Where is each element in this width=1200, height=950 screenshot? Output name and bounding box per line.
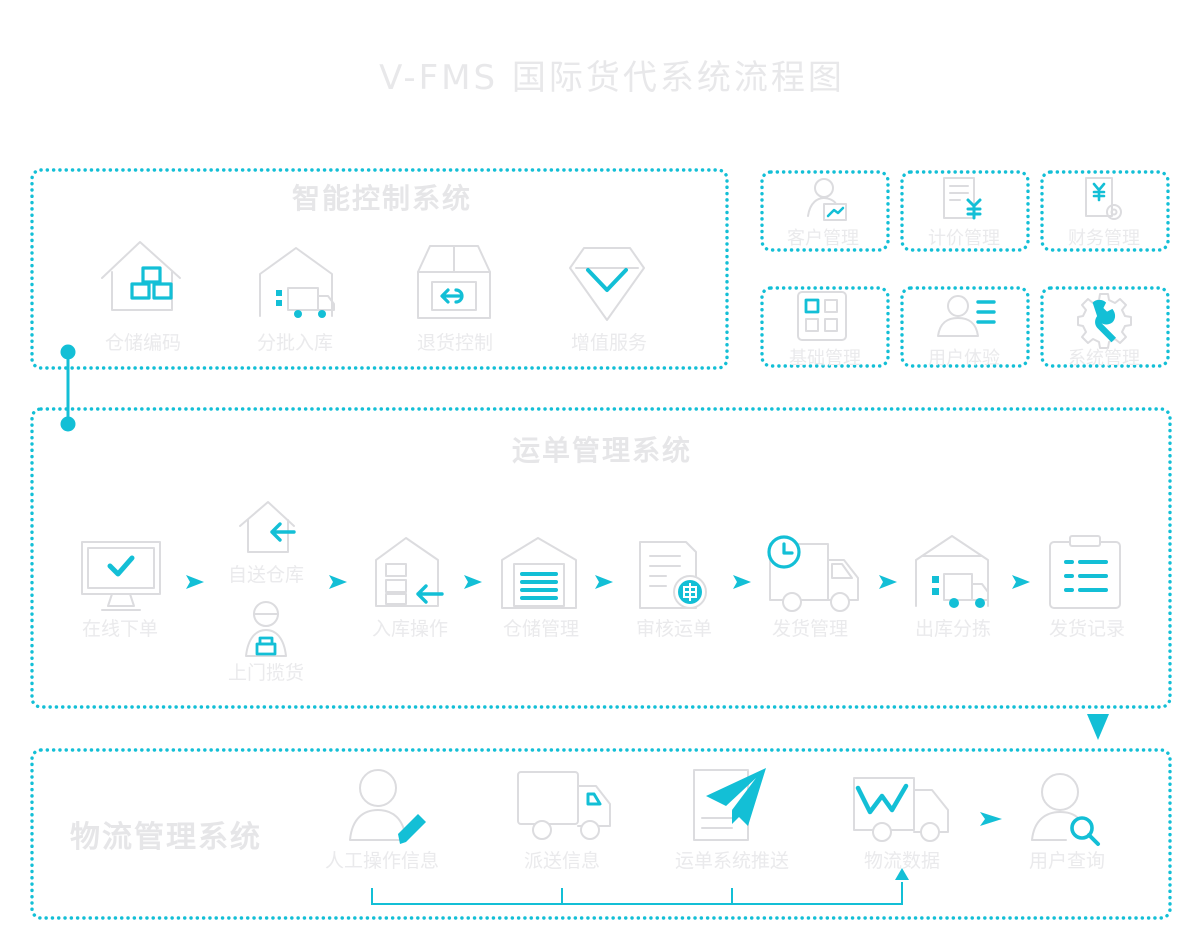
label-audit-waybill: 审核运单 <box>635 618 713 640</box>
module-box-basic <box>760 286 890 368</box>
down-arrow-icon <box>1087 714 1109 740</box>
user-search-icon <box>1031 773 1100 846</box>
logistics-title: 物流管理系统 <box>70 820 262 855</box>
bracket-connector <box>371 868 909 905</box>
label-user-query: 用户查询 <box>1028 850 1106 872</box>
warehouse-inbound-icon <box>375 537 444 607</box>
house-arrow-icon <box>239 501 296 553</box>
user-list-icon <box>937 295 996 337</box>
label-finance-mgmt: 财务管理 <box>1068 228 1140 249</box>
label-delivery-info: 派送信息 <box>523 850 601 872</box>
label-self-delivery: 自送仓库 <box>227 564 305 586</box>
module-box-customer <box>760 170 890 252</box>
label-logistics-data: 物流数据 <box>863 850 941 872</box>
finance-gear-icon <box>1085 177 1122 220</box>
logistics-box <box>30 748 1172 920</box>
arrow-icon <box>733 575 751 589</box>
label-warehouse-coding: 仓储编码 <box>104 332 182 354</box>
warehouse-shelves-icon <box>501 537 577 609</box>
label-batch-inbound: 分批入库 <box>256 332 334 354</box>
arrow-icon <box>329 575 347 589</box>
label-outbound-sorting: 出库分拣 <box>914 618 992 640</box>
arrow-icon <box>879 575 897 589</box>
module-box-ux <box>900 286 1030 368</box>
label-return-control: 退货控制 <box>416 332 494 354</box>
arrow-icon <box>1012 575 1030 589</box>
label-system-mgmt: 系统管理 <box>1068 348 1140 369</box>
courier-person-icon <box>245 601 287 657</box>
warehouse-truck-icon <box>259 247 335 318</box>
customer-chart-icon <box>807 178 847 221</box>
arrow-icon <box>464 575 482 589</box>
label-user-experience: 用户体验 <box>928 348 1000 369</box>
delivery-truck-icon <box>517 771 611 840</box>
audit-document-icon <box>639 541 707 609</box>
module-box-system <box>1040 286 1170 368</box>
module-box-finance <box>1040 170 1170 252</box>
label-shipping-record: 发货记录 <box>1048 618 1126 640</box>
label-inbound: 入库操作 <box>371 618 449 640</box>
label-waybill-push: 运单系统推送 <box>674 850 790 872</box>
label-customer-mgmt: 客户管理 <box>787 228 859 249</box>
smart-control-box <box>30 168 729 370</box>
arrow-icon <box>980 812 1002 826</box>
truck-chart-icon <box>853 777 949 842</box>
label-manual-info: 人工操作信息 <box>324 850 440 872</box>
label-pricing-mgmt: 计价管理 <box>928 228 1000 249</box>
monitor-check-icon <box>81 541 161 611</box>
link-connector <box>60 344 76 432</box>
waybill-title: 运单管理系统 <box>511 434 693 467</box>
flow-arrows <box>186 575 1030 589</box>
page-title: V-FMS 国际货代系统流程图 <box>379 58 845 98</box>
label-online-order: 在线下单 <box>81 618 159 640</box>
system-wrench-icon <box>1077 293 1132 349</box>
gem-check-icon <box>569 247 645 321</box>
basic-grid-icon <box>797 291 847 341</box>
label-value-added: 增值服务 <box>570 332 648 354</box>
arrow-icon <box>595 575 613 589</box>
waybill-box <box>30 407 1172 709</box>
label-shipping-mgmt: 发货管理 <box>771 618 849 640</box>
return-box-icon <box>417 245 491 319</box>
warehouse-boxes-icon <box>101 241 181 311</box>
smart-control-title: 智能控制系统 <box>291 182 473 215</box>
truck-clock-icon <box>767 535 859 612</box>
pricing-document-icon <box>943 177 982 220</box>
outbound-sorting-icon <box>915 535 989 608</box>
arrow-icon <box>186 575 204 589</box>
clipboard-list-icon <box>1049 535 1121 609</box>
label-pickup: 上门揽货 <box>227 662 305 684</box>
paper-plane-document-icon <box>693 768 766 841</box>
module-box-pricing <box>900 170 1030 252</box>
person-pen-icon <box>349 769 426 844</box>
label-warehouse-mgmt: 仓储管理 <box>502 618 580 640</box>
label-basic-mgmt: 基础管理 <box>789 348 861 369</box>
